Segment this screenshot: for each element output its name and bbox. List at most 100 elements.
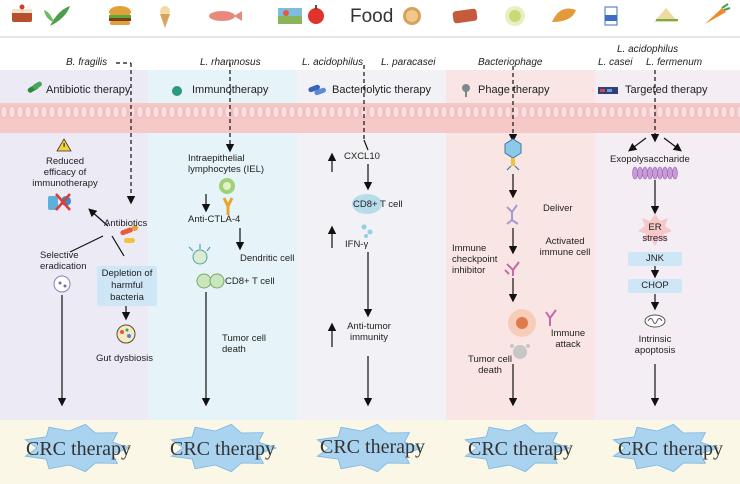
node-immune-attack: Immune attack [550,328,586,350]
crc-splash [464,423,572,473]
mitochondria-icon [644,314,666,328]
villus [312,105,320,119]
villus [320,105,328,119]
targeted-pathway [598,70,682,407]
villus [472,105,480,119]
bacteria-label-bacteriophage: Bacteriophage [478,57,543,68]
villus [0,105,8,119]
villus [432,105,440,119]
crc-splash [24,423,132,473]
crc-splash [612,423,720,473]
ifn-gamma-particles-icon [361,224,373,238]
villus [144,105,152,119]
villus [376,105,384,119]
villus [728,105,736,119]
exopolysaccharide-segment [647,166,653,180]
tumor-cell-icon [508,309,536,337]
bacteria-label-l-fermenum: L. fermenum [646,57,703,68]
villus [240,105,248,119]
villus [504,105,512,119]
node-jnk: JNK [628,252,682,266]
exopolysaccharide-segment [672,166,678,180]
node-reduced-efficacy: Reduced efficacy of immunotherapy [32,156,98,189]
bacteria-label-b-fragilis: B. fragilis [66,57,108,68]
villus [264,105,272,119]
villus [712,105,720,119]
activated-immune-cell-icon [504,261,520,276]
node-depletion: Depletion of harmful bacteria [97,266,157,306]
villus [8,105,16,119]
exopolysaccharide-segment [642,166,648,180]
targeted-bacteria-icon [598,87,618,94]
bacteria-label-l-paracasei: L. paracasei [381,57,436,68]
villus [80,105,88,119]
villus [40,105,48,119]
villus [592,105,600,119]
villus [608,105,616,119]
crc-therapy-label-1: CRC therapy [26,438,131,460]
villus [272,105,280,119]
villus [488,105,496,119]
node-exopolysaccharide: Exopolysaccharide [610,154,690,165]
villus [120,105,128,119]
node-tumor-cell-death: Tumor cell death [222,333,266,355]
villus [720,105,728,119]
therapy-title-immuno: Immunotherapy [192,84,269,96]
cake-icon [12,4,32,22]
villus [536,105,544,119]
villus [32,105,40,119]
node-dendritic-cell: Dendritic cell [240,253,295,264]
villus [48,105,56,119]
villus [680,105,688,119]
villus [384,105,392,119]
phage-small-icon [462,84,470,97]
villus [88,105,96,119]
villus [584,105,592,119]
cd8-t-cell-icon [352,194,382,214]
villus [200,105,208,119]
villus [288,105,296,119]
node-intrinsic-apoptosis: Intrinsic apoptosis [634,334,676,356]
villus [576,105,584,119]
fish-icon [209,11,242,21]
exopolysaccharide-segment [657,166,663,180]
er-stress-burst-icon [638,214,672,246]
node-cxcl10: CXCL10 [344,151,380,162]
villus [560,105,568,119]
villus [248,105,256,119]
therapy-title-bacteriolytic: Bacteriolytic therapy [332,84,432,96]
node-gut-dysbiosis: Gut dysbiosis [96,353,154,364]
crc-splash [170,423,278,473]
villus [400,105,408,119]
bacteriolytic-pathway [308,65,382,407]
villus [656,105,664,119]
villus [528,105,536,119]
villus [216,105,224,119]
node-tumor-cell-death-phage: Tumor cell death [468,354,512,376]
villus [256,105,264,119]
antibiotic-pill-icon [27,81,42,93]
dying-tumor-cell-icon [510,344,530,359]
villus [416,105,424,119]
villus [632,105,640,119]
meat-icon [452,8,478,24]
immune-antibody-icon [545,309,557,326]
dendritic-cell-icon [188,244,211,265]
villus [456,105,464,119]
villus [672,105,680,119]
exopolysaccharide-segment [662,166,668,180]
villus [96,105,104,119]
villus [640,105,648,119]
villus [440,105,448,119]
villus [176,105,184,119]
villus [16,105,24,119]
crc-therapy-label-5: CRC therapy [618,438,723,460]
villus [368,105,376,119]
villus [296,105,304,119]
villus [648,105,656,119]
node-ifn-gamma: IFN-γ [345,239,369,250]
node-checkpoint-inhibitor: Immune checkpoint inhibitor [452,243,498,276]
exopolysaccharide-segment [632,166,638,180]
villus [160,105,168,119]
